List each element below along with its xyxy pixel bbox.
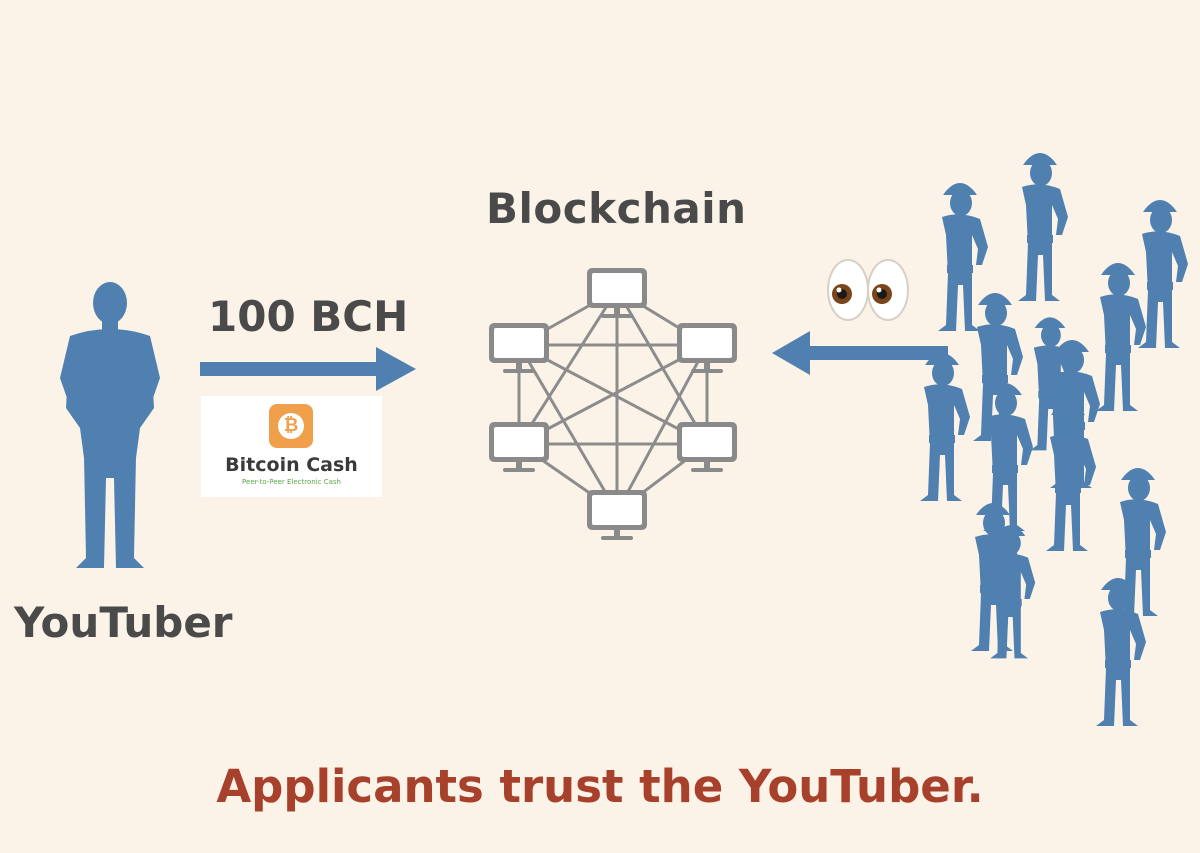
worker-icon <box>1018 153 1068 301</box>
network-node-lower-right-icon <box>677 422 737 472</box>
caption: Applicants trust the YouTuber. <box>216 760 984 813</box>
worker-icon <box>920 353 970 501</box>
applicants-crowd <box>920 153 1188 726</box>
network-node-bottom-icon <box>587 490 647 540</box>
worker-icon <box>938 183 988 331</box>
blockchain-title: Blockchain <box>486 184 747 233</box>
youtuber-person-icon <box>60 282 160 568</box>
worker-icon <box>1096 263 1146 411</box>
network-node-lower-left-icon <box>489 422 549 472</box>
watch-arrow-icon <box>772 331 948 375</box>
eyes-emoji-icon <box>827 259 909 321</box>
bitcoin-cash-coin-icon: ₿ <box>269 404 313 448</box>
network-node-top-icon <box>587 268 647 318</box>
logo-name: Bitcoin Cash <box>225 454 358 476</box>
network-connections <box>517 288 709 514</box>
bitcoin-symbol: ₿ <box>278 413 304 439</box>
network-node-upper-left-icon <box>489 323 549 373</box>
worker-icon <box>1096 578 1146 726</box>
youtuber-label: YouTuber <box>14 598 233 647</box>
send-arrow-icon <box>200 347 416 391</box>
logo-tagline: Peer-to-Peer Electronic Cash <box>242 478 341 486</box>
network-node-upper-right-icon <box>677 323 737 373</box>
bitcoin-cash-logo: ₿ Bitcoin Cash Peer-to-Peer Electronic C… <box>201 396 382 497</box>
amount-label: 100 BCH <box>208 292 409 341</box>
